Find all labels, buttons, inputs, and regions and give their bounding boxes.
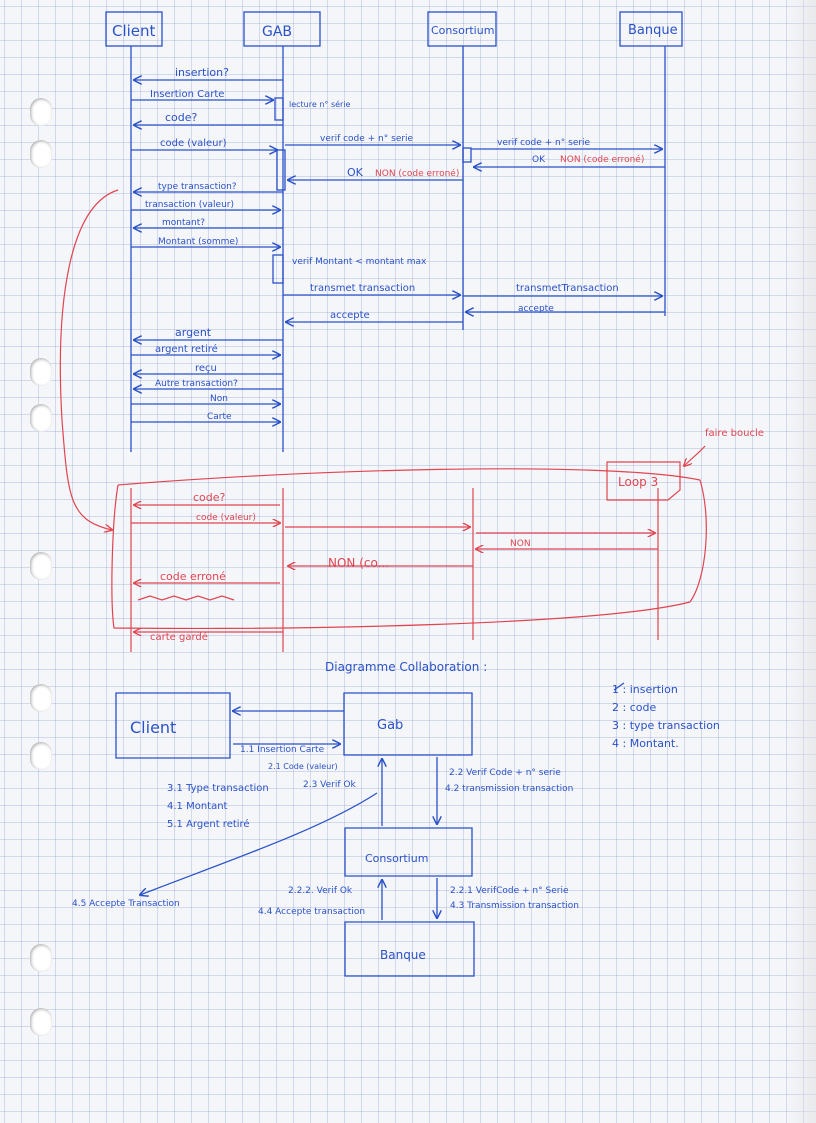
message-label: transmet transaction bbox=[310, 283, 415, 294]
message-label: OK bbox=[532, 155, 546, 165]
legend-mark bbox=[613, 682, 625, 691]
message-label: verif code + n° serie bbox=[320, 134, 414, 144]
collab-box-consortium bbox=[344, 827, 473, 877]
collab-box-label: Client bbox=[130, 718, 176, 737]
message-label: argent retiré bbox=[155, 343, 218, 355]
collab-label: 4.2 transmission transaction bbox=[445, 784, 573, 794]
message-label: NON bbox=[510, 539, 531, 549]
loop-note-arrow bbox=[684, 445, 706, 466]
loop-fragment bbox=[59, 189, 707, 652]
collab-label: 1.1 Insertion Carte bbox=[240, 745, 325, 755]
binder-hole bbox=[30, 552, 52, 580]
sequence-text: Client GAB Consortium Banque insertion? … bbox=[112, 22, 678, 422]
collab-box-gab bbox=[343, 692, 473, 756]
message-label: Non bbox=[210, 394, 228, 404]
binder-hole bbox=[30, 684, 52, 712]
collab-label: 4.3 Transmission transaction bbox=[450, 901, 579, 911]
message-label: accepte bbox=[330, 310, 370, 321]
binder-hole bbox=[30, 140, 52, 168]
binder-hole bbox=[30, 1008, 52, 1036]
message-label: NON (code erroné) bbox=[560, 154, 644, 165]
message-label: transmetTransaction bbox=[516, 283, 619, 294]
collab-title: Diagramme Collaboration : bbox=[325, 660, 487, 674]
lifeline-head-banque bbox=[619, 11, 683, 47]
legend-item: 1 : insertion bbox=[612, 683, 678, 696]
loop-frame bbox=[111, 468, 707, 629]
loop-text: faire boucle Loop 3 code? code (valeur) … bbox=[150, 428, 764, 643]
message-label: Autre transaction? bbox=[155, 379, 238, 389]
collaboration-text: Diagramme Collaboration : Client Gab Con… bbox=[72, 660, 720, 962]
collab-arrow bbox=[140, 792, 378, 895]
message-label: Carte bbox=[207, 412, 232, 422]
collaboration-diagram bbox=[115, 682, 625, 977]
collab-box-client bbox=[115, 692, 231, 759]
binder-hole bbox=[30, 358, 52, 386]
lifeline-label: GAB bbox=[262, 24, 292, 40]
collab-box-label: Consortium bbox=[365, 852, 428, 865]
collab-box-banque bbox=[344, 921, 475, 977]
message-label: accepte bbox=[518, 304, 554, 314]
loop-tag: Loop 3 bbox=[618, 475, 658, 489]
lifeline-label: Banque bbox=[628, 23, 678, 38]
binder-hole bbox=[30, 98, 52, 126]
loop-tag-box bbox=[606, 461, 681, 501]
message-label: NON (co... bbox=[328, 556, 389, 570]
legend-item: 4 : Montant. bbox=[612, 737, 679, 750]
activation-box bbox=[274, 97, 284, 121]
message-label: lecture n° série bbox=[289, 99, 351, 109]
message-label: montant? bbox=[162, 218, 205, 228]
lifeline-head-consortium bbox=[427, 11, 497, 47]
message-label: code (valeur) bbox=[196, 513, 256, 523]
message-label: carte gardé bbox=[150, 631, 208, 643]
message-label: verif Montant < montant max bbox=[292, 257, 427, 267]
lifeline-label: Consortium bbox=[431, 24, 494, 37]
binder-hole bbox=[30, 944, 52, 972]
message-label: code (valeur) bbox=[160, 138, 227, 149]
message-label: code erroné bbox=[160, 570, 226, 583]
binder-hole bbox=[30, 742, 52, 770]
collab-label: 2.3 Verif Ok bbox=[303, 780, 356, 790]
lifeline-head-client bbox=[105, 11, 163, 47]
binder-hole bbox=[30, 404, 52, 432]
message-label: reçu bbox=[195, 363, 217, 374]
collab-box-label: Gab bbox=[377, 718, 403, 733]
collab-label: 5.1 Argent retiré bbox=[167, 818, 250, 830]
message-label: verif code + n° serie bbox=[497, 138, 591, 148]
sequence-red-text: NON (code erroné) NON (code erroné) bbox=[375, 154, 644, 179]
collab-label: 4.5 Accepte Transaction bbox=[72, 899, 180, 909]
message-label: code? bbox=[193, 491, 226, 504]
loop-note: faire boucle bbox=[705, 428, 764, 439]
activation-box bbox=[276, 149, 286, 191]
sequence-diagram bbox=[105, 11, 683, 452]
message-label: insertion? bbox=[175, 66, 229, 79]
collab-label: 3.1 Type transaction bbox=[167, 783, 269, 794]
lifeline-label: Client bbox=[112, 22, 156, 40]
message-label: transaction (valeur) bbox=[145, 200, 234, 210]
message-label: type transaction? bbox=[158, 182, 237, 192]
lifeline-head-gab bbox=[243, 11, 321, 47]
activation-box bbox=[462, 147, 472, 163]
legend-item: 3 : type transaction bbox=[612, 719, 720, 732]
loop-connector bbox=[59, 189, 119, 530]
message-label: code? bbox=[165, 111, 198, 124]
activation-box bbox=[272, 254, 284, 284]
collab-label: 2.2.1 VerifCode + n° Serie bbox=[450, 886, 569, 896]
message-label: Montant (somme) bbox=[158, 237, 238, 247]
message-label: OK bbox=[347, 166, 364, 179]
message-label: argent bbox=[175, 326, 212, 339]
collab-label: 4.4 Accepte transaction bbox=[258, 907, 365, 917]
message-label: Insertion Carte bbox=[150, 89, 224, 100]
scribble-line bbox=[137, 595, 235, 601]
collab-label: 2.2 Verif Code + n° serie bbox=[449, 768, 561, 778]
collab-label: 2.2.2. Verif Ok bbox=[288, 886, 353, 896]
message-label: NON (code erroné) bbox=[375, 168, 459, 179]
legend-item: 2 : code bbox=[612, 701, 656, 714]
collab-label: 4.1 Montant bbox=[167, 801, 228, 812]
collab-label: 2.1 Code (valeur) bbox=[268, 762, 338, 771]
collab-box-label: Banque bbox=[380, 948, 426, 962]
